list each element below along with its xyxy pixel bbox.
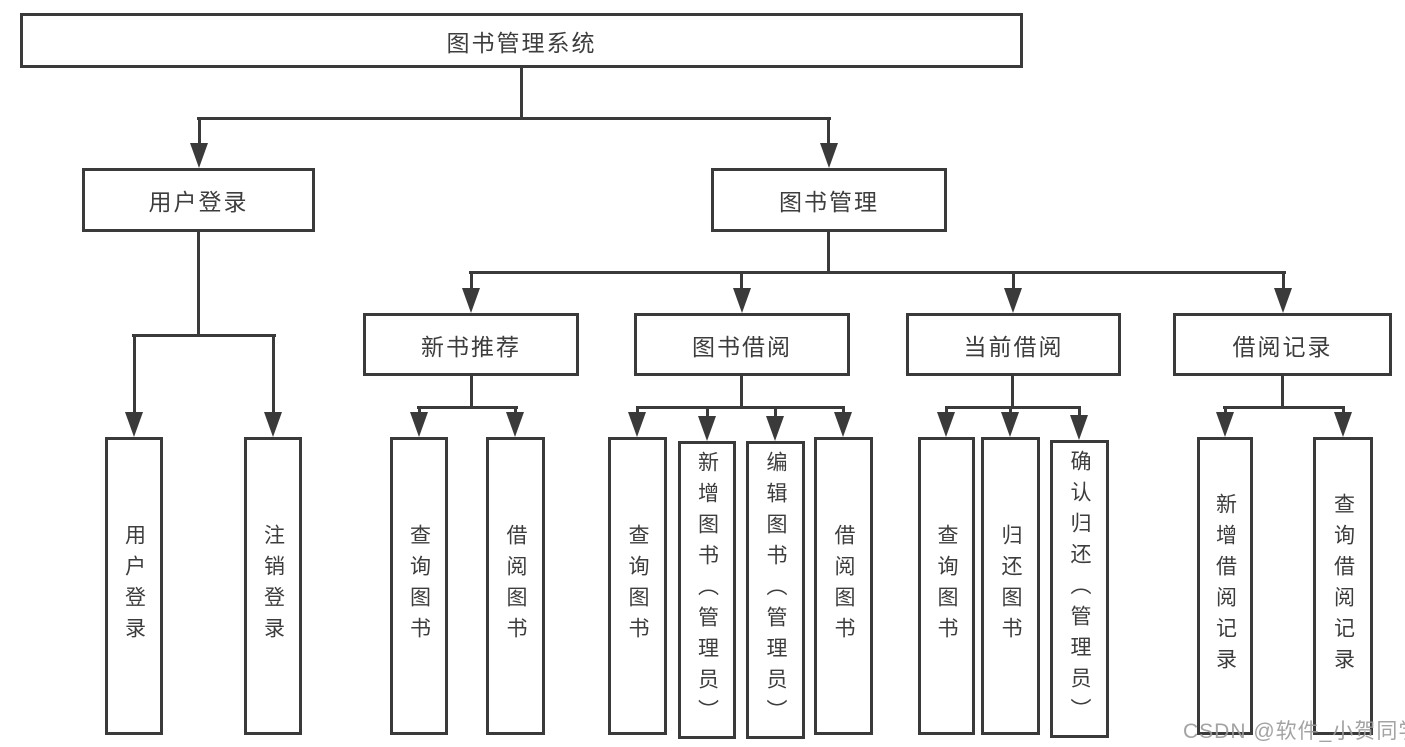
arrowhead-bw-borrow xyxy=(834,412,852,437)
arrowhead-nb-query xyxy=(410,412,428,437)
connector-book-borrow-stem xyxy=(740,375,743,409)
connector-drop-rc-query xyxy=(1342,409,1345,414)
node-root-book-management-system: 图书管理系统 xyxy=(20,13,1023,68)
connector-borrow-records-branch xyxy=(1223,406,1345,409)
node-current-borrow: 当前借阅 xyxy=(906,313,1121,376)
arrowhead-leaf-logout xyxy=(264,412,282,437)
connector-drop-leaf-logout xyxy=(272,337,275,413)
leaf-bw-add-books-admin: 新增图书（管理员） xyxy=(678,441,736,739)
leaf-nb-borrow-books: 借阅图书 xyxy=(486,437,545,735)
arrowhead-borrow-records xyxy=(1274,288,1292,313)
arrowhead-bw-edit xyxy=(766,416,784,441)
connector-current-borrow-branch xyxy=(945,406,1081,409)
connector-root-stem xyxy=(520,68,523,120)
connector-drop-bw-add xyxy=(706,409,709,418)
connector-drop-new-books xyxy=(470,274,473,289)
node-new-book-recommend: 新书推荐 xyxy=(363,313,579,376)
arrowhead-rc-add xyxy=(1216,412,1234,437)
connector-new-books-stem xyxy=(470,375,473,409)
leaf-cb-query-books: 查询图书 xyxy=(918,437,975,735)
connector-drop-bw-borrow xyxy=(842,409,845,414)
arrowhead-new-books xyxy=(462,288,480,313)
connector-drop-current-borrow xyxy=(1012,274,1015,289)
connector-book-mgmt-branch xyxy=(469,271,1286,274)
leaf-user-login: 用户登录 xyxy=(105,437,163,735)
connector-drop-user-login xyxy=(198,120,201,146)
connector-drop-rc-add xyxy=(1224,409,1227,414)
node-book-management: 图书管理 xyxy=(711,168,947,232)
connector-book-mgmt-stem xyxy=(827,232,830,274)
arrowhead-cb-query xyxy=(937,412,955,437)
connector-drop-bw-edit xyxy=(774,409,777,418)
connector-user-login-stem xyxy=(197,232,200,337)
arrowhead-bw-query xyxy=(628,412,646,437)
arrowhead-cb-confirm xyxy=(1070,415,1088,440)
arrowhead-leaf-login xyxy=(125,412,143,437)
node-borrow-records: 借阅记录 xyxy=(1173,313,1392,376)
connector-drop-cb-query xyxy=(945,409,948,414)
leaf-bw-edit-books-admin: 编辑图书（管理员） xyxy=(746,441,805,739)
leaf-logout: 注销登录 xyxy=(244,437,302,735)
leaf-bw-query-books: 查询图书 xyxy=(608,437,667,735)
arrowhead-rc-query xyxy=(1334,412,1352,437)
arrowhead-nb-borrow xyxy=(506,412,524,437)
connector-drop-cb-confirm xyxy=(1078,409,1081,417)
connector-drop-borrow-records xyxy=(1282,274,1285,289)
leaf-bw-borrow-books: 借阅图书 xyxy=(814,437,873,735)
arrowhead-user-login xyxy=(190,143,208,168)
connector-drop-bw-query xyxy=(636,409,639,414)
node-book-borrow: 图书借阅 xyxy=(634,313,850,376)
arrowhead-cb-return xyxy=(1001,412,1019,437)
connector-drop-nb-query xyxy=(418,409,421,414)
arrowhead-current-borrow xyxy=(1004,288,1022,313)
connector-borrow-records-stem xyxy=(1281,375,1284,409)
connector-root-branch xyxy=(197,117,831,120)
leaf-rc-add-record: 新增借阅记录 xyxy=(1197,437,1253,735)
csdn-watermark: CSDN @软件_小贺同学 xyxy=(1183,720,1405,743)
connector-drop-book-mgmt xyxy=(827,120,830,146)
connector-drop-cb-return xyxy=(1009,409,1012,414)
connector-new-books-branch xyxy=(417,406,518,409)
connector-current-borrow-stem xyxy=(1011,375,1014,409)
connector-book-borrow-branch xyxy=(636,406,845,409)
leaf-rc-query-record: 查询借阅记录 xyxy=(1313,437,1373,735)
leaf-cb-confirm-return-admin: 确认归还（管理员） xyxy=(1050,440,1109,738)
connector-drop-leaf-login xyxy=(133,337,136,413)
arrowhead-book-mgmt xyxy=(820,143,838,168)
connector-drop-book-borrow xyxy=(740,274,743,289)
node-user-login: 用户登录 xyxy=(82,168,315,232)
leaf-cb-return-books: 归还图书 xyxy=(981,437,1040,735)
connector-user-login-branch xyxy=(132,334,276,337)
arrowhead-book-borrow xyxy=(733,288,751,313)
connector-drop-nb-borrow xyxy=(514,409,517,414)
arrowhead-bw-add xyxy=(698,416,716,441)
leaf-nb-query-books: 查询图书 xyxy=(390,437,448,735)
